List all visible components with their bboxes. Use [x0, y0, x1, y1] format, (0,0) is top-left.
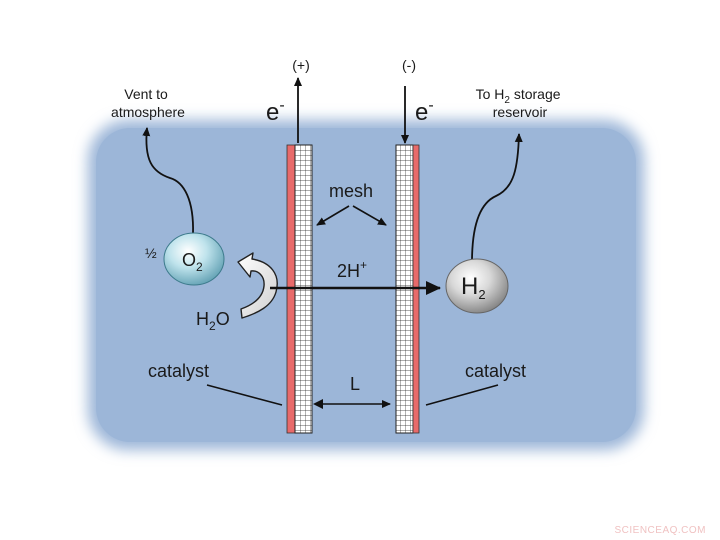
water-reaction-arrow: [237, 252, 278, 319]
catalyst-label-left: catalyst: [148, 361, 209, 381]
half-label: ½: [145, 245, 157, 261]
catalyst-pointer-left: [206, 384, 283, 406]
catalyst-pointer-right: [425, 384, 499, 406]
gap-label: L: [350, 374, 360, 394]
negative-terminal-label: (-): [402, 57, 416, 73]
svg-text:O2: O2: [182, 250, 203, 274]
mesh-arrow-right: [352, 205, 387, 226]
vent-curve-arrow: [142, 127, 194, 235]
storage-curve-arrow: [471, 133, 523, 263]
vent-label: Vent to atmosphere: [111, 86, 185, 120]
storage-label: To H2 storage reservoir: [476, 86, 565, 120]
oxygen-molecule: O2: [163, 232, 225, 286]
electrolyte-region: [88, 120, 644, 450]
mesh-label: mesh: [329, 181, 373, 201]
gap-arrowhead-left: [313, 399, 323, 409]
catalyst-label-right: catalyst: [465, 361, 526, 381]
svg-text:H2: H2: [461, 273, 486, 302]
watermark: SCIENCEAQ.COM: [614, 525, 706, 536]
electron-label-right: e-: [415, 97, 434, 126]
electron-label-left: e-: [266, 97, 285, 126]
hydrogen-molecule: H2: [445, 258, 509, 314]
mesh-arrow-left: [316, 205, 350, 226]
water-label: H2O: [196, 309, 230, 333]
positive-terminal-label: (+): [292, 57, 310, 73]
proton-label: 2H+: [337, 258, 367, 281]
